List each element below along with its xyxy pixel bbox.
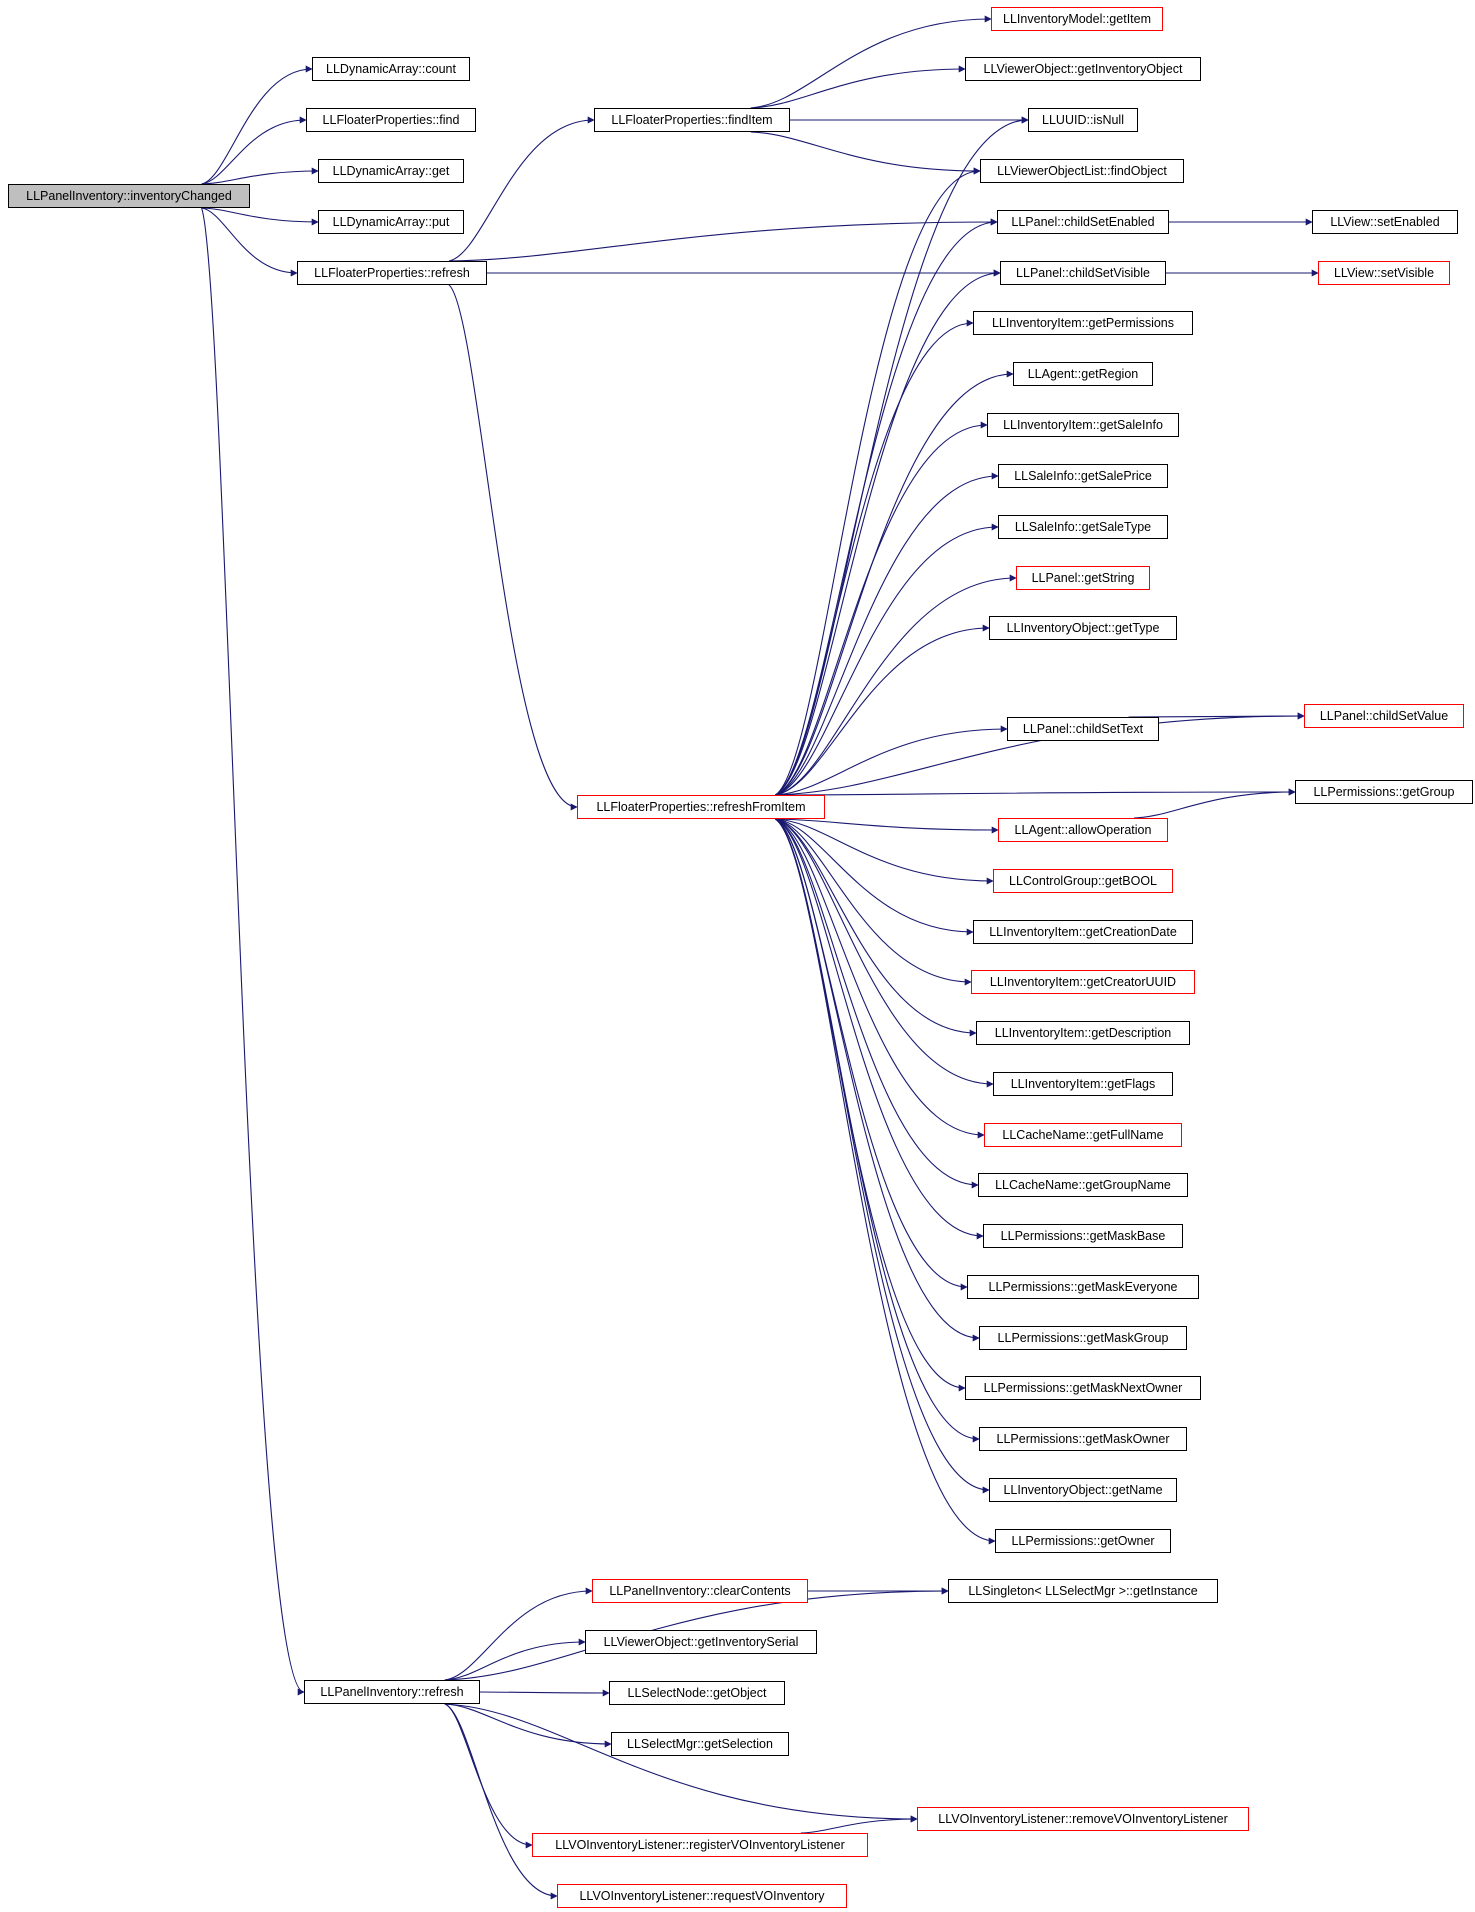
edge-pi-refresh-to-voil-request: [444, 1703, 558, 1900]
node-root: LLPanelInventory::inventoryChanged: [8, 184, 250, 208]
node-perm-maskgroup[interactable]: LLPermissions::getMaskGroup: [979, 1326, 1187, 1350]
node-im-getitem[interactable]: LLInventoryModel::getItem: [991, 7, 1163, 31]
edge-root-to-da-put: [201, 207, 319, 226]
node-cn-fullname[interactable]: LLCacheName::getFullName: [984, 1123, 1182, 1147]
node-perm-maskbase[interactable]: LLPermissions::getMaskBase: [983, 1224, 1183, 1248]
node-si-getsaleprice[interactable]: LLSaleInfo::getSalePrice: [998, 464, 1168, 488]
edge-fp-rfi-to-si-getsaleprice: [775, 472, 999, 796]
node-da-put[interactable]: LLDynamicArray::put: [318, 210, 464, 234]
node-ag-getregion[interactable]: LLAgent::getRegion: [1013, 362, 1153, 386]
node-p-csv[interactable]: LLPanel::childSetVisible: [1000, 261, 1166, 285]
edge-fp-rfi-to-ii-getsaleinfo: [775, 421, 988, 796]
node-p-getstring[interactable]: LLPanel::getString: [1016, 566, 1150, 590]
node-fp-finditem[interactable]: LLFloaterProperties::findItem: [594, 108, 790, 132]
node-pi-refresh[interactable]: LLPanelInventory::refresh: [304, 1680, 480, 1704]
edge-pi-refresh-to-pi-clear: [444, 1587, 593, 1681]
edge-fp-rfi-to-perm-getowner: [775, 818, 996, 1545]
edge-fp-rfi-to-p-getstring: [775, 574, 1017, 796]
edge-fp-finditem-to-vo-getinvobj: [750, 65, 966, 109]
node-ag-allowop[interactable]: LLAgent::allowOperation: [998, 818, 1168, 842]
node-v-setvisible[interactable]: LLView::setVisible: [1318, 261, 1450, 285]
edge-root-to-fp-find: [201, 116, 307, 185]
node-p-cse[interactable]: LLPanel::childSetEnabled: [997, 210, 1169, 234]
edge-fp-finditem-to-im-getitem: [750, 15, 992, 109]
edge-root-to-fp-refresh: [201, 207, 298, 277]
edge-fp-rfi-to-cg-getbool: [775, 818, 994, 885]
node-io-gettype[interactable]: LLInventoryObject::getType: [989, 616, 1177, 640]
edge-fp-refresh-to-fp-finditem: [448, 116, 595, 262]
edge-voil-register-to-voil-remove: [800, 1815, 918, 1834]
edge-root-to-da-count: [201, 65, 313, 185]
node-pi-clear[interactable]: LLPanelInventory::clearContents: [592, 1579, 808, 1603]
edge-fp-rfi-to-uuid-isnull: [775, 116, 1029, 796]
node-voil-remove[interactable]: LLVOInventoryListener::removeVOInventory…: [917, 1807, 1249, 1831]
edge-fp-rfi-to-ii-desc: [775, 818, 977, 1037]
edge-fp-refresh-to-fp-rfi: [448, 284, 578, 811]
edge-root-to-da-get: [201, 167, 319, 185]
node-io-getname[interactable]: LLInventoryObject::getName: [989, 1478, 1177, 1502]
node-cn-groupname[interactable]: LLCacheName::getGroupName: [978, 1173, 1188, 1197]
node-ii-creatoruuid[interactable]: LLInventoryItem::getCreatorUUID: [971, 970, 1195, 994]
node-fp-rfi[interactable]: LLFloaterProperties::refreshFromItem: [577, 795, 825, 819]
edge-ag-allowop-to-perm-getgroup: [1133, 788, 1296, 819]
node-p-childsetvalue[interactable]: LLPanel::childSetValue: [1304, 704, 1464, 728]
edge-fp-rfi-to-ag-allowop: [775, 818, 999, 834]
edge-pi-refresh-to-sm-getsel: [444, 1703, 612, 1748]
edge-fp-rfi-to-ii-flags: [775, 818, 994, 1088]
edge-root-to-pi-refresh: [201, 207, 305, 1696]
node-sn-getobject[interactable]: LLSelectNode::getObject: [609, 1681, 785, 1705]
node-vol-findobj[interactable]: LLViewerObjectList::findObject: [980, 159, 1184, 183]
node-vo-getserial[interactable]: LLViewerObject::getInventorySerial: [585, 1630, 817, 1654]
node-perm-getgroup[interactable]: LLPermissions::getGroup: [1295, 780, 1473, 804]
edge-pi-refresh-to-sn-getobject: [479, 1689, 610, 1697]
node-perm-getowner[interactable]: LLPermissions::getOwner: [995, 1529, 1171, 1553]
node-da-get[interactable]: LLDynamicArray::get: [318, 159, 464, 183]
node-da-count[interactable]: LLDynamicArray::count: [312, 57, 470, 81]
edge-fp-rfi-to-ii-creatoruuid: [775, 818, 972, 986]
edge-fp-rfi-to-ii-getperms: [775, 319, 974, 796]
node-sing-getinst[interactable]: LLSingleton< LLSelectMgr >::getInstance: [948, 1579, 1218, 1603]
edge-fp-finditem-to-vol-findobj: [750, 131, 981, 175]
edge-pi-refresh-to-voil-remove: [444, 1703, 918, 1823]
edge-fp-rfi-to-cn-groupname: [775, 818, 979, 1189]
node-v-setenabled[interactable]: LLView::setEnabled: [1312, 210, 1458, 234]
node-sm-getsel[interactable]: LLSelectMgr::getSelection: [611, 1732, 789, 1756]
node-perm-maskowner[interactable]: LLPermissions::getMaskOwner: [979, 1427, 1187, 1451]
node-ii-getsaleinfo[interactable]: LLInventoryItem::getSaleInfo: [987, 413, 1179, 437]
node-ii-flags[interactable]: LLInventoryItem::getFlags: [993, 1072, 1173, 1096]
edge-fp-refresh-to-p-cse: [448, 218, 998, 262]
edge-fp-rfi-to-perm-maskbase: [775, 818, 984, 1240]
edge-fp-rfi-to-ii-creationdate: [775, 818, 974, 936]
node-vo-getinvobj[interactable]: LLViewerObject::getInventoryObject: [965, 57, 1201, 81]
node-si-getsaletype[interactable]: LLSaleInfo::getSaleType: [998, 515, 1168, 539]
edge-fp-rfi-to-cn-fullname: [775, 818, 985, 1139]
node-fp-find[interactable]: LLFloaterProperties::find: [306, 108, 476, 132]
edge-fp-rfi-to-io-gettype: [775, 624, 990, 796]
node-ii-creationdate[interactable]: LLInventoryItem::getCreationDate: [973, 920, 1193, 944]
edge-pi-refresh-to-vo-getserial: [444, 1638, 586, 1681]
node-p-childsettext[interactable]: LLPanel::childSetText: [1007, 717, 1159, 741]
node-voil-register[interactable]: LLVOInventoryListener::registerVOInvento…: [532, 1833, 868, 1857]
node-perm-masknext[interactable]: LLPermissions::getMaskNextOwner: [965, 1376, 1201, 1400]
edge-fp-rfi-to-vol-findobj: [775, 167, 981, 796]
edge-fp-rfi-to-p-childsettext: [775, 725, 1008, 796]
edge-fp-rfi-to-perm-maskgroup: [775, 818, 980, 1342]
node-perm-maskeveryone[interactable]: LLPermissions::getMaskEveryone: [967, 1275, 1199, 1299]
edge-fp-rfi-to-perm-getgroup: [775, 788, 1296, 796]
node-voil-request[interactable]: LLVOInventoryListener::requestVOInventor…: [557, 1884, 847, 1908]
node-ii-desc[interactable]: LLInventoryItem::getDescription: [976, 1021, 1190, 1045]
edge-p-childsettext-to-p-childsetvalue: [1128, 712, 1305, 720]
node-ii-getperms[interactable]: LLInventoryItem::getPermissions: [973, 311, 1193, 335]
node-fp-refresh[interactable]: LLFloaterProperties::refresh: [297, 261, 487, 285]
edge-fp-rfi-to-si-getsaletype: [775, 523, 999, 796]
edge-fp-rfi-to-p-csv: [775, 269, 1001, 796]
node-uuid-isnull[interactable]: LLUUID::isNull: [1028, 108, 1138, 132]
node-cg-getbool[interactable]: LLControlGroup::getBOOL: [993, 869, 1173, 893]
edge-fp-rfi-to-p-childsetvalue: [775, 712, 1305, 796]
